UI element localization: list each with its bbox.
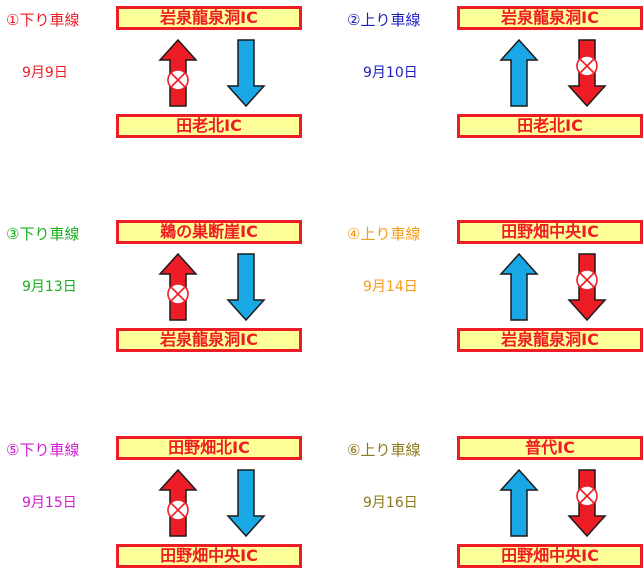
panel-3: ③下り車線 9月13日 鵜の巣断崖IC 岩泉龍泉洞IC (0, 214, 322, 364)
top-ic-box: 田野畑中央IC (457, 220, 643, 244)
closed-x-icon (167, 69, 189, 91)
closed-x-icon (167, 283, 189, 305)
date-label: 9月16日 (363, 495, 418, 511)
bottom-ic-box: 岩泉龍泉洞IC (116, 328, 302, 352)
lane-label: ③下り車線 (6, 225, 80, 243)
up-open-arrow-icon (499, 252, 539, 321)
down-closed-arrow-icon (567, 253, 607, 322)
down-open-arrow-icon (226, 469, 266, 538)
closed-x-icon (576, 485, 598, 507)
top-ic-box: 田野畑北IC (116, 436, 302, 460)
panel-2: ②上り車線 9月10日 岩泉龍泉洞IC 田老北IC (341, 0, 644, 150)
up-closed-arrow-icon (158, 252, 198, 321)
down-closed-arrow-icon (567, 39, 607, 108)
down-arrow-shape (226, 39, 266, 108)
up-closed-arrow-icon (158, 468, 198, 537)
lane-label: ②上り車線 (347, 11, 421, 29)
lane-label: ⑥上り車線 (347, 441, 421, 459)
top-ic-box: 鵜の巣断崖IC (116, 220, 302, 244)
top-ic-box: 岩泉龍泉洞IC (116, 6, 302, 30)
date-label: 9月15日 (22, 495, 77, 511)
down-open-arrow-icon (226, 253, 266, 322)
down-closed-arrow-icon (567, 469, 607, 538)
up-closed-arrow-icon (158, 38, 198, 107)
panel-6: ⑥上り車線 9月16日 普代IC 田野畑中央IC (341, 430, 644, 580)
closed-x-icon (576, 269, 598, 291)
closed-x-icon (167, 499, 189, 521)
up-arrow-shape (499, 252, 539, 321)
panel-4: ④上り車線 9月14日 田野畑中央IC 岩泉龍泉洞IC (341, 214, 644, 364)
up-arrow-shape (499, 468, 539, 537)
down-open-arrow-icon (226, 39, 266, 108)
up-open-arrow-icon (499, 468, 539, 537)
date-label: 9月14日 (363, 279, 418, 295)
closed-x-icon (576, 55, 598, 77)
bottom-ic-box: 岩泉龍泉洞IC (457, 328, 643, 352)
top-ic-box: 普代IC (457, 436, 643, 460)
up-arrow-shape (499, 38, 539, 107)
lane-label: ④上り車線 (347, 225, 421, 243)
lane-label: ①下り車線 (6, 11, 80, 29)
bottom-ic-box: 田野畑中央IC (457, 544, 643, 568)
top-ic-box: 岩泉龍泉洞IC (457, 6, 643, 30)
bottom-ic-box: 田老北IC (457, 114, 643, 138)
date-label: 9月10日 (363, 65, 418, 81)
panel-1: ①下り車線 9月9日 岩泉龍泉洞IC 田老北IC (0, 0, 322, 150)
date-label: 9月9日 (22, 65, 68, 81)
bottom-ic-box: 田野畑中央IC (116, 544, 302, 568)
lane-label: ⑤下り車線 (6, 441, 80, 459)
down-arrow-shape (226, 253, 266, 322)
up-open-arrow-icon (499, 38, 539, 107)
panel-5: ⑤下り車線 9月15日 田野畑北IC 田野畑中央IC (0, 430, 322, 580)
bottom-ic-box: 田老北IC (116, 114, 302, 138)
down-arrow-shape (226, 469, 266, 538)
date-label: 9月13日 (22, 279, 77, 295)
